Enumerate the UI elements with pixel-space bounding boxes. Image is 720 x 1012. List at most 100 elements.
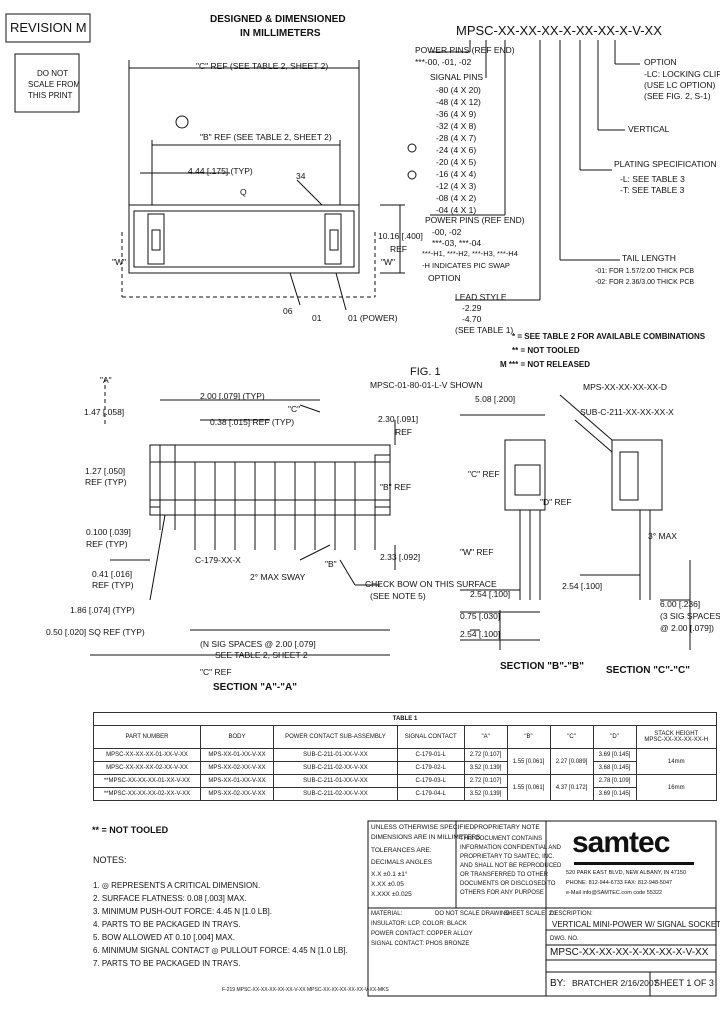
dim-3max: 3° MAX [648,531,677,541]
dim-233: 2.33 [.092] [380,552,421,562]
material-line: POWER CONTACT: COPPER ALLOY [371,931,473,937]
plating-line-2: -T: SEE TABLE 3 [620,185,685,195]
vertical-label: VERTICAL [628,124,670,134]
proprietary-line: DOCUMENTS OR DISCLOSED TO [460,881,556,887]
table-cell: 1.55 [0.061] [506,774,551,801]
table-header: "D" [592,725,637,749]
plating-title: PLATING SPECIFICATION [614,159,717,169]
table-cell: 16mm [635,774,718,801]
power-pins-2-title: POWER PINS (REF END) [425,215,525,225]
table-cell: 2.72 [0.107] [463,748,508,762]
samtec-logo: samtec [572,826,670,859]
table-cell: **MPSC-XX-XX-XX-01-XX-V-XX [93,774,201,788]
dim-127: 1.27 [.050] [85,466,126,476]
table-row: **MPSC-XX-XX-XX-02-XX-V-XX MPS-XX-02-XX-… [93,787,717,801]
label-01: 01 [312,313,322,323]
dim-100: 0.100 [.039] [86,527,131,537]
by-value: BRATCHER 2/16/2007 [572,978,659,988]
note-item: 5. BOW ALLOWED AT 0.10 [.004] MAX. [93,933,235,942]
note-item: 3. MINIMUM PUSH-OUT FORCE: 4.45 N [1.0 L… [93,907,272,916]
ref-c-label: "C" REF (SEE TABLE 2, SHEET 2) [196,61,329,71]
dim-075: 0.75 [.030] [460,611,501,621]
section-b-title: SECTION "B"-"B" [500,661,584,672]
power-pins-1-title: POWER PINS (REF END) [415,45,515,55]
c-ref-b: "C" REF [468,469,500,479]
check-bow: CHECK BOW ON THIS SURFACE [365,579,497,589]
table-cell: MPSC-XX-XX-XX-01-XX-V-XX [93,748,201,762]
table-header: "A" [463,725,508,749]
address-line: PHONE: 812-944-6733 FAX: 812-948-5047 [566,880,673,886]
table-1-title: TABLE 1 [93,712,717,726]
w-label-right: "W" [381,257,396,267]
footnote-3: M *** = NOT RELEASED [500,360,591,369]
d-ref: "D" REF [540,497,572,507]
tail-length-line-1: -01: FOR 1.57/2.00 THICK PCB [595,268,695,275]
dim-254-c: 2.54 [.100] [460,629,501,639]
label-01-power: 01 (POWER) [348,313,398,323]
label-c-top: "C" [288,404,301,414]
power-pins-2-line-3: ***-H1, ***-H2, ***-H3, ***-H4 [422,249,518,258]
signal-pin-option: -28 (4 X 7) [436,133,477,143]
note-item: 7. PARTS TO BE PACKAGED IN TRAYS. [93,959,241,968]
w-label-left: "W" [112,257,127,267]
table-header: BODY [199,725,275,749]
table-cell: C-179-04-L [396,787,465,801]
dim-186: 1.86 [.074] (TYP) [70,605,135,615]
dim-050: 0.50 [.020] SQ REF (TYP) [46,627,145,637]
label-06: 06 [283,306,293,316]
by-label: BY: [550,978,566,989]
signal-pin-option: -36 (4 X 9) [436,109,477,119]
b-ref: "B" REF [380,482,412,492]
option-line-1: -LC: LOCKING CLIP [644,69,720,79]
see-note-5: (SEE NOTE 5) [370,591,426,601]
note-item: 2. SURFACE FLATNESS: 0.08 [.003] MAX. [93,894,247,903]
table-header: POWER CONTACT SUB-ASSEMBLY [273,725,398,749]
table-cell: 2.27 [0.089] [549,748,594,775]
dim-1016: 10.16 [.400] [378,231,423,241]
option-line-2: (USE LC OPTION) [644,80,716,90]
table-cell: SUB-C-211-02-XX-V-XX [273,761,398,775]
table-cell: 14mm [635,748,718,775]
table-header: SIGNAL CONTACT [396,725,465,749]
table-cell: C-179-01-L [396,748,465,762]
ref-word: REF [390,244,407,254]
label-q: Q [240,187,247,197]
dim-444: 4.44 [.175] (TYP) [188,166,253,176]
ref-typ-2: REF (TYP) [86,539,128,549]
mps-label: MPS-XX-XX-XX-XX-D [583,382,668,392]
proprietary-line: THIS DOCUMENT CONTAINS [460,836,543,842]
lead-style-line-1: -2.29 [462,303,482,313]
signal-pin-option: -48 (4 X 12) [436,97,481,107]
lead-style-line-3: (SEE TABLE 1) [455,325,514,335]
proprietary-line: PROPRIETARY TO SAMTEC, INC. [460,854,555,860]
stack-height-header: STACK HEIGHT [654,731,699,737]
section-a-a [90,378,396,656]
table-header: "B" [506,725,551,749]
see-table-2: SEE TABLE 2, SHEET 2 [215,650,308,660]
signal-pin-option: -20 (4 X 5) [436,157,477,167]
signal-pin-option: -16 (4 X 4) [436,169,477,179]
material-line: INSULATOR: LCP, COLOR: BLACK [371,921,467,927]
dwg-label: DWG. NO. [550,936,579,942]
note-item: 4. PARTS TO BE PACKAGED IN TRAYS. [93,920,241,929]
footnote-1: * = SEE TABLE 2 FOR AVAILABLE COMBINATIO… [512,332,706,341]
material-label: MATERIAL: [371,911,403,917]
not-tooled-note: ** = NOT TOOLED [92,825,169,835]
tolerance-line: X.XX ±0.05 [371,881,404,888]
revision-box [5,13,91,43]
power-pins-2-line-1: -00, -02 [432,227,462,237]
tolerance-line: DECIMALS ANGLES [371,859,433,866]
table-cell: SUB-C-211-01-XX-V-XX [273,748,398,762]
material-line: SIGNAL CONTACT: PHOS BRONZE [371,941,470,947]
proprietary-line: AND SHALL NOT BE REPRODUCED [460,863,562,869]
table-header: "C" [549,725,594,749]
description: VERTICAL MINI-POWER W/ SIGNAL SOCKET [552,920,720,929]
address-line: e-Mail info@SAMTEC.com code 55322 [566,890,663,896]
designed-line-1: DESIGNED & DIMENSIONED [210,14,346,25]
tolerance-line: TOLERANCES ARE: [371,847,432,854]
label-34: 34 [296,171,306,181]
signal-pin-option: -08 (4 X 2) [436,193,477,203]
dim-508: 5.08 [.200] [475,394,516,404]
tail-length-title: TAIL LENGTH [622,253,676,263]
